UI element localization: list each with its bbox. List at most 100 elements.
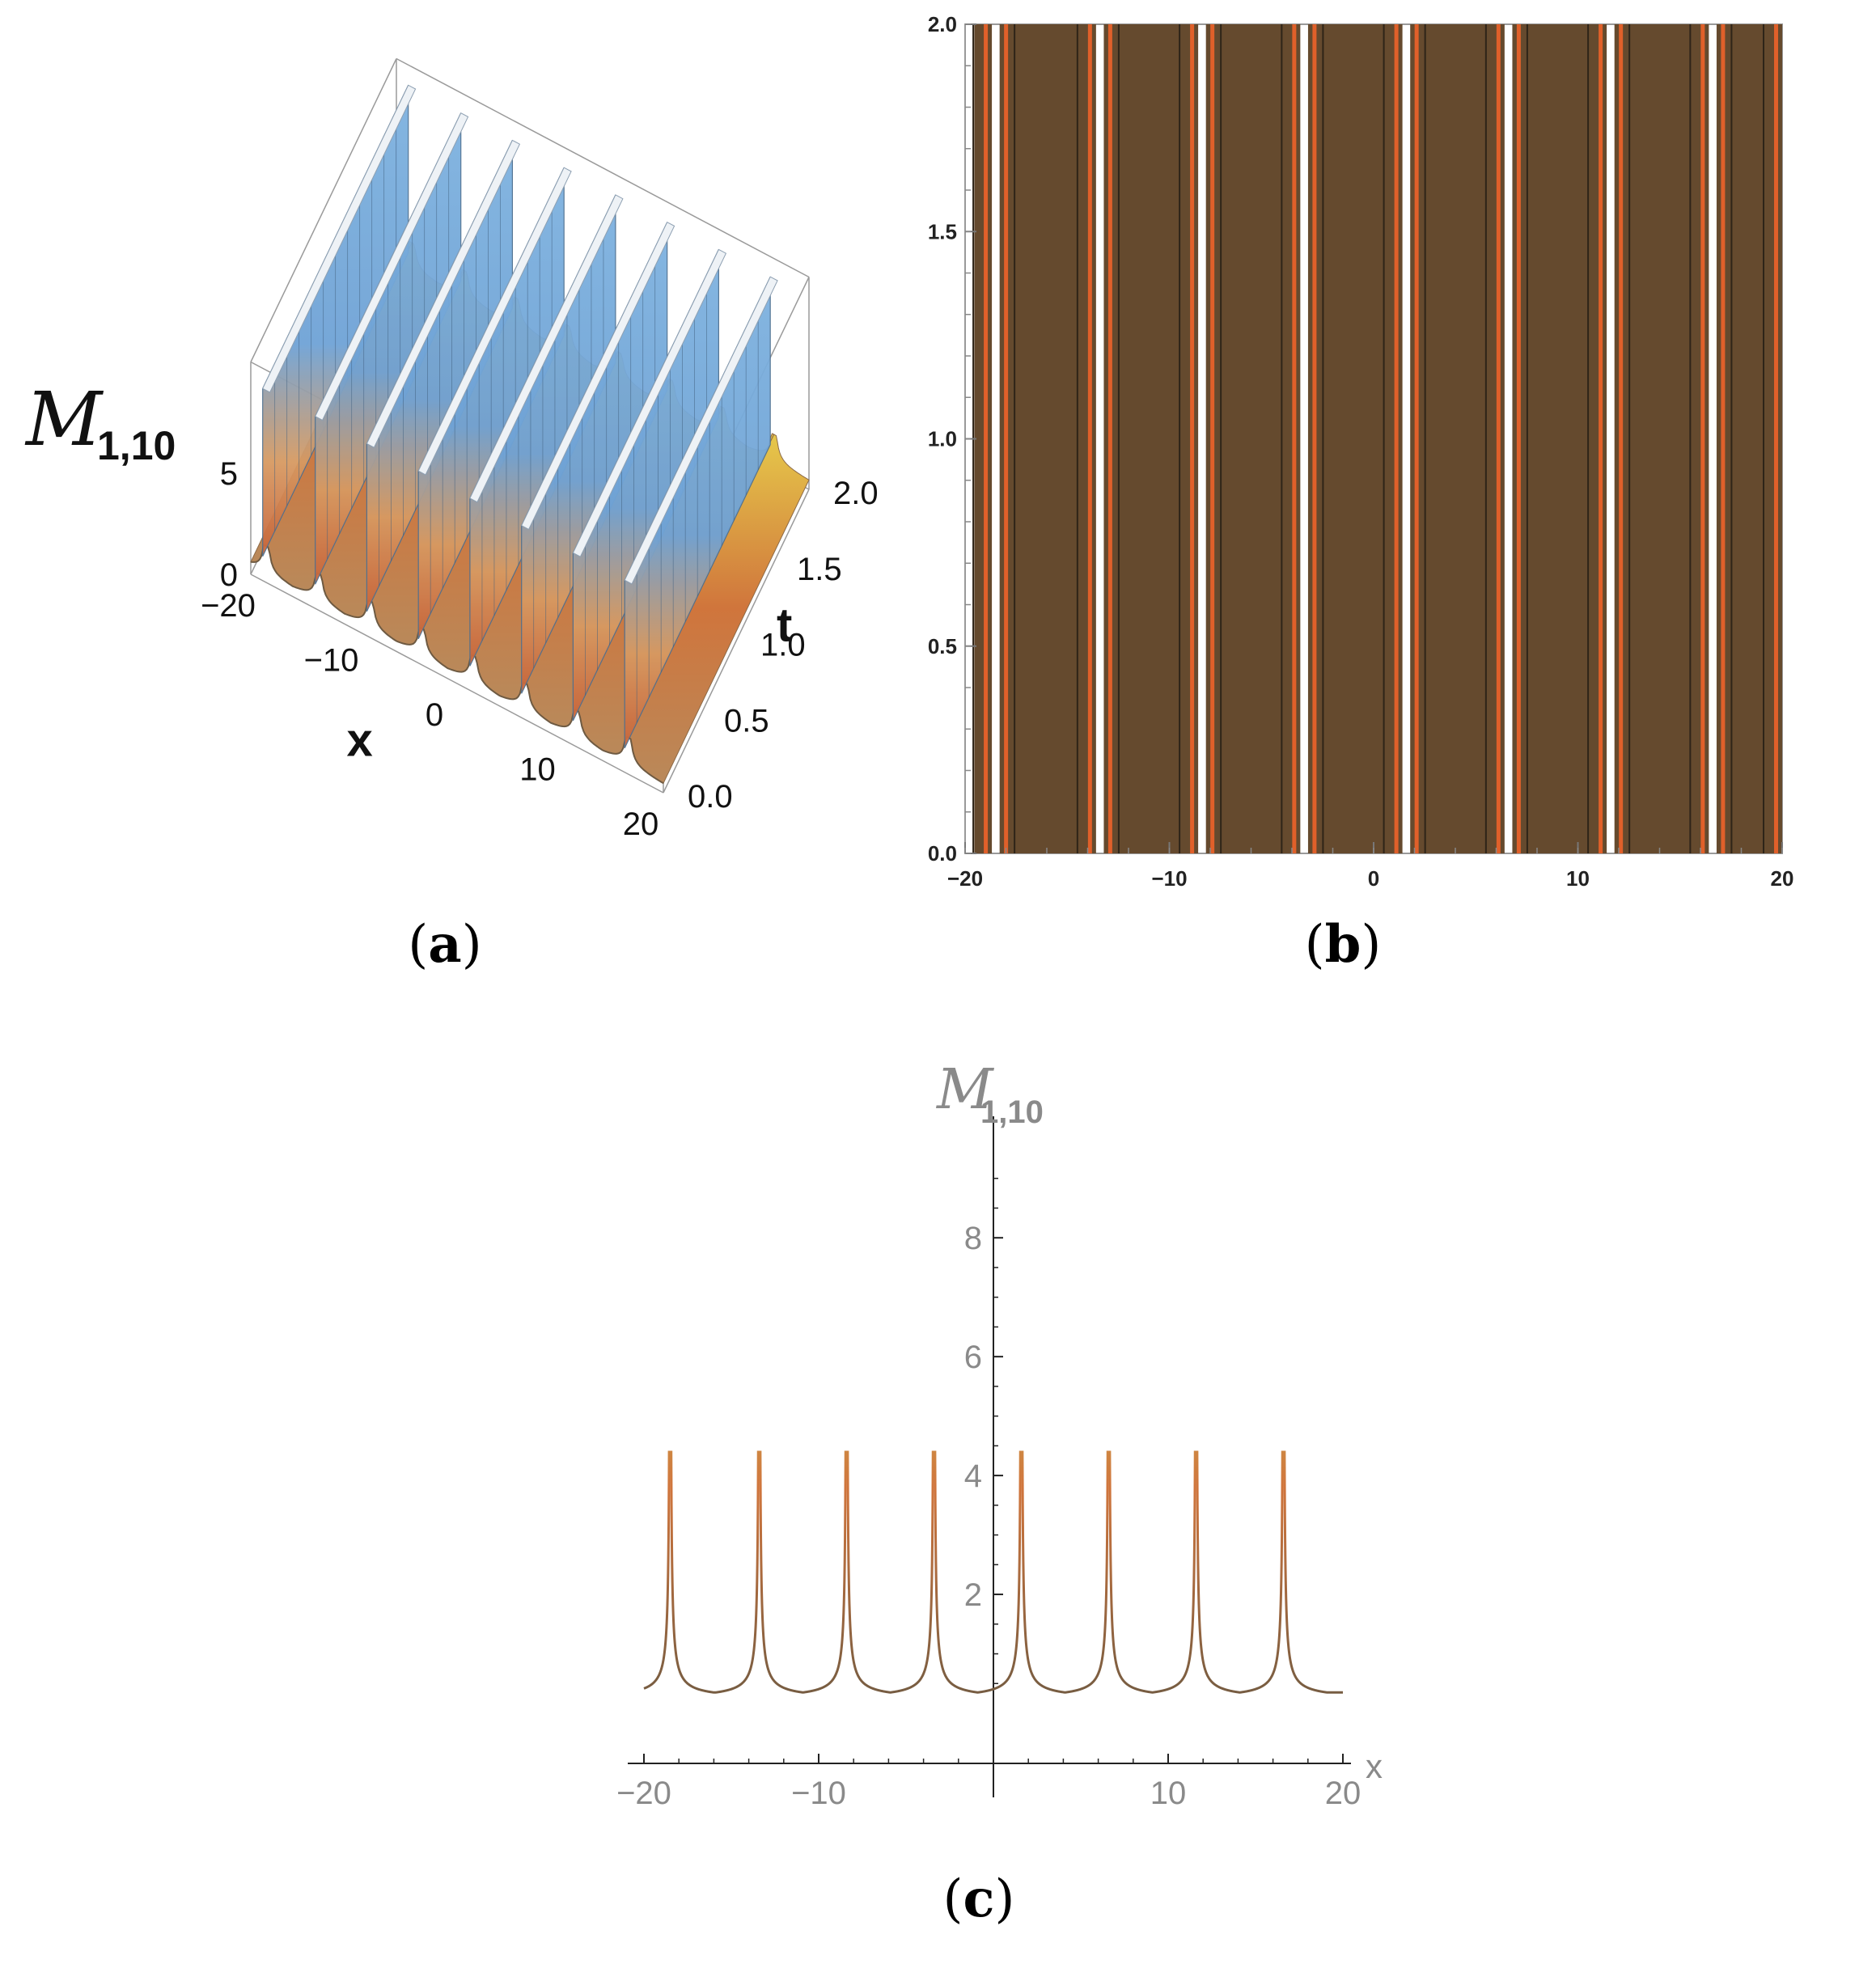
z-axis-label-sub: 1,10 xyxy=(97,423,176,468)
band-edge-line xyxy=(1312,24,1317,853)
bounding-box-edge xyxy=(663,489,810,794)
band-edge-line xyxy=(1087,24,1092,853)
band-edge-line xyxy=(1004,24,1009,853)
band-edge-dark xyxy=(1076,24,1078,853)
x-axis-label: x xyxy=(347,714,373,767)
band-edge-dark xyxy=(1322,24,1324,853)
bounding-box-edge xyxy=(396,57,810,278)
band-edge-line xyxy=(1210,24,1215,853)
band-edge-dark xyxy=(1117,24,1120,853)
x-tick-label: 10 xyxy=(1150,1776,1187,1811)
y-tick-label: 1.0 xyxy=(928,427,957,451)
trough-front-edge xyxy=(421,628,474,673)
x-axis-label: x xyxy=(1366,1747,1383,1785)
band-edge-line xyxy=(1619,24,1624,853)
z-axis-label: M xyxy=(24,376,104,463)
trough-front-edge xyxy=(318,573,371,619)
caption-a: (a) xyxy=(408,914,482,975)
series-line xyxy=(1283,1450,1343,1694)
band xyxy=(974,24,993,853)
band-edge-dark xyxy=(1526,24,1528,853)
y-tick-label: 1.5 xyxy=(797,552,842,587)
x-tick-label: −10 xyxy=(304,643,359,679)
wall-top-rim xyxy=(572,248,727,557)
series-line xyxy=(934,1450,1022,1694)
trough-front-edge xyxy=(370,600,423,646)
band-edge-line xyxy=(1190,24,1195,853)
series-line xyxy=(846,1450,934,1694)
band-edge-dark xyxy=(1014,24,1016,853)
y-tick-label: 2.0 xyxy=(833,476,879,511)
band-edge-dark xyxy=(1730,24,1733,853)
caption-b: (b) xyxy=(1304,914,1382,975)
trough-front-edge xyxy=(628,737,664,785)
y-tick-label: 0.5 xyxy=(724,703,769,739)
wall-top-rim xyxy=(366,139,521,448)
x-tick-label: −10 xyxy=(1151,866,1187,891)
series-line xyxy=(1108,1450,1196,1694)
caption-c: (c) xyxy=(942,1869,1015,1929)
x-tick-label: 10 xyxy=(1566,866,1590,891)
y-tick-label: 2 xyxy=(964,1577,982,1613)
series-line xyxy=(1021,1450,1109,1694)
y-tick-label: 1.0 xyxy=(760,628,806,663)
band-edge-dark xyxy=(1220,24,1222,853)
wall-top-rim xyxy=(521,222,675,531)
x-tick-label: −20 xyxy=(616,1776,671,1811)
x-tick-label: −10 xyxy=(791,1776,846,1811)
y-tick-label: 8 xyxy=(964,1221,982,1256)
band-edge-dark xyxy=(1763,24,1765,853)
band-edge-dark xyxy=(1281,24,1283,853)
band-edge-dark xyxy=(1424,24,1426,853)
band-edge-line xyxy=(1599,24,1603,853)
x-tick-label: 20 xyxy=(1325,1776,1361,1811)
band-edge-line xyxy=(984,24,989,853)
band-edge-dark xyxy=(1587,24,1590,853)
series-line xyxy=(670,1450,760,1694)
band-edge-dark xyxy=(1383,24,1385,853)
series-line xyxy=(1196,1450,1284,1694)
wall-top-rim xyxy=(417,167,572,476)
y-tick-label: 2.0 xyxy=(928,16,957,36)
trough-front-edge xyxy=(265,545,320,591)
y-axis-label: t xyxy=(777,599,792,652)
band-edge-dark xyxy=(1179,24,1181,853)
wall-top-rim xyxy=(262,84,417,393)
band-edge-line xyxy=(1700,24,1705,853)
z-tick-label: 0 xyxy=(220,557,238,593)
band-edge-line xyxy=(1721,24,1726,853)
series-line xyxy=(759,1450,847,1694)
band-edge-line xyxy=(1496,24,1501,853)
band-edge-dark xyxy=(1689,24,1692,853)
y-tick-label: 0.0 xyxy=(928,841,957,866)
trough-front-edge xyxy=(524,682,578,728)
x-tick-label: −20 xyxy=(201,588,256,624)
line-plot-c: −20 −10 10 20 2 4 6 8 x M1,10 xyxy=(616,1060,1383,1811)
band-edge-dark xyxy=(1628,24,1631,853)
y-axis-label-sub: 1,10 xyxy=(980,1094,1044,1130)
x-tick-label: 10 xyxy=(519,752,556,788)
x-tick-label: 0 xyxy=(426,697,443,733)
x-tick-label: 0 xyxy=(1368,866,1379,891)
band-edge-line xyxy=(1394,24,1399,853)
trough-front-edge xyxy=(576,709,629,755)
bounding-box-edge xyxy=(250,574,664,794)
z-tick-label: 5 xyxy=(220,456,238,492)
band xyxy=(999,24,1096,853)
band-edge-line xyxy=(1107,24,1112,853)
y-tick-label: 6 xyxy=(964,1340,982,1375)
y-tick-label: 0.5 xyxy=(928,634,957,658)
band-edge-dark xyxy=(1484,24,1487,853)
band-edge-line xyxy=(1414,24,1419,853)
x-tick-label: −20 xyxy=(947,866,983,891)
y-axis-label: M xyxy=(935,1060,995,1122)
series-line xyxy=(643,1450,671,1690)
y-tick-label: 4 xyxy=(964,1458,982,1494)
y-tick-label: 1.5 xyxy=(928,219,957,243)
y-tick-label: 0.0 xyxy=(688,779,733,815)
